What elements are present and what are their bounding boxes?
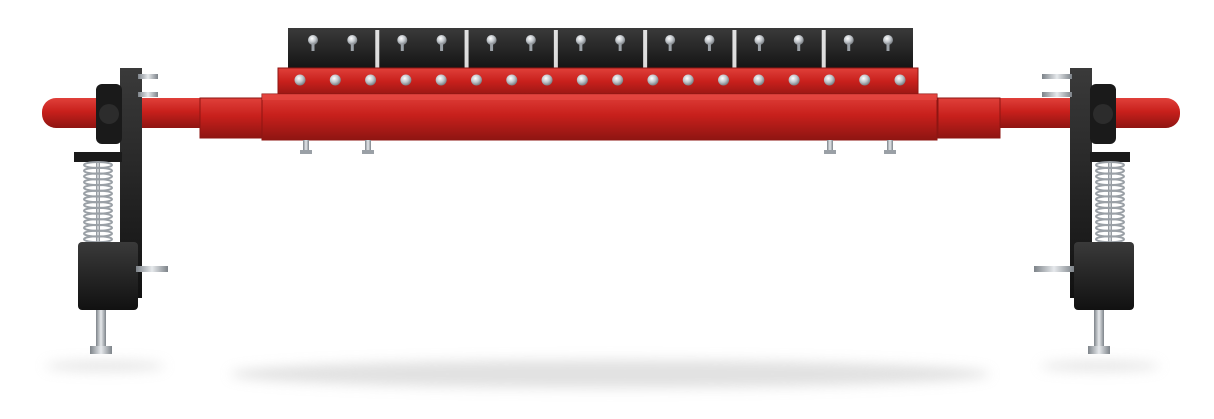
blade-bolt	[704, 35, 715, 45]
blade-bolt	[883, 35, 893, 45]
bolt-set	[294, 35, 906, 154]
blade-gap	[643, 30, 648, 72]
holder-bolt	[823, 74, 835, 86]
holder-bolt	[576, 74, 588, 86]
blade-bolt-shank	[618, 44, 622, 51]
holder-bolt	[400, 74, 412, 86]
blade-bolt	[665, 35, 676, 45]
holder-bolt	[541, 74, 553, 86]
hanging-bolt-nut	[300, 150, 312, 154]
right-tensioner	[1034, 68, 1134, 354]
holder-bolt	[329, 74, 341, 86]
blade-bolt	[308, 35, 318, 45]
holder-bolt	[435, 74, 447, 86]
blade-bolt	[793, 35, 804, 45]
blade-bolt-shank	[440, 44, 444, 51]
holder-bolt	[894, 74, 906, 86]
holder-bolt	[859, 74, 871, 86]
blade-gap	[732, 30, 737, 72]
blade-bolt	[347, 35, 358, 45]
blade-gap	[821, 30, 826, 72]
blade-bolt	[575, 35, 586, 45]
blade-bolt	[436, 35, 447, 45]
hanging-bolt	[887, 140, 893, 152]
blade-bolt-shank	[490, 44, 494, 51]
holder-bolt	[753, 74, 765, 86]
left-spring	[83, 161, 113, 244]
hanging-bolt-nut	[824, 150, 836, 154]
blade-bolt-shank	[529, 44, 533, 51]
blade-bolt-shank	[311, 44, 315, 51]
hanging-bolt	[365, 140, 371, 152]
holder-bolt	[365, 74, 377, 86]
blade-bolt-shank	[886, 44, 890, 51]
hanging-bolt-nut	[362, 150, 374, 154]
blade-bolt	[615, 35, 626, 45]
left-tensioner	[74, 68, 168, 354]
holder-bolt	[506, 74, 518, 86]
blade-bolt-shank	[668, 44, 672, 51]
blade-gap	[375, 30, 380, 72]
holder-bolt	[718, 74, 730, 86]
blade-bolt-shank	[847, 44, 851, 51]
blade-bolt	[754, 35, 765, 45]
holder-bolt	[470, 74, 482, 86]
blade-holder	[261, 67, 938, 141]
holder-bolt	[682, 74, 694, 86]
blade-bolt	[843, 35, 854, 45]
blade-bolt-shank	[350, 44, 354, 51]
blade-bolt	[397, 35, 408, 45]
holder-bolt	[788, 74, 800, 86]
holder-bolt	[612, 74, 624, 86]
blade-bolt-shank	[797, 44, 801, 51]
blade-bolt	[486, 35, 497, 45]
holder-bolt	[647, 74, 659, 86]
blade-bolt-shank	[707, 44, 711, 51]
blade-bolt-shank	[757, 44, 761, 51]
blade-segments	[288, 28, 913, 72]
blade-bolt-shank	[579, 44, 583, 51]
hanging-bolt	[827, 140, 833, 152]
hanging-bolt-nut	[884, 150, 896, 154]
hanging-bolt	[303, 140, 309, 152]
ground-shadow	[45, 360, 1160, 388]
blade-bolt	[525, 35, 536, 45]
right-spring	[1095, 161, 1125, 244]
holder-bolt	[294, 74, 306, 86]
blade-gap	[464, 30, 469, 72]
blade-gap	[553, 30, 558, 72]
blade-bolt-shank	[400, 44, 404, 51]
